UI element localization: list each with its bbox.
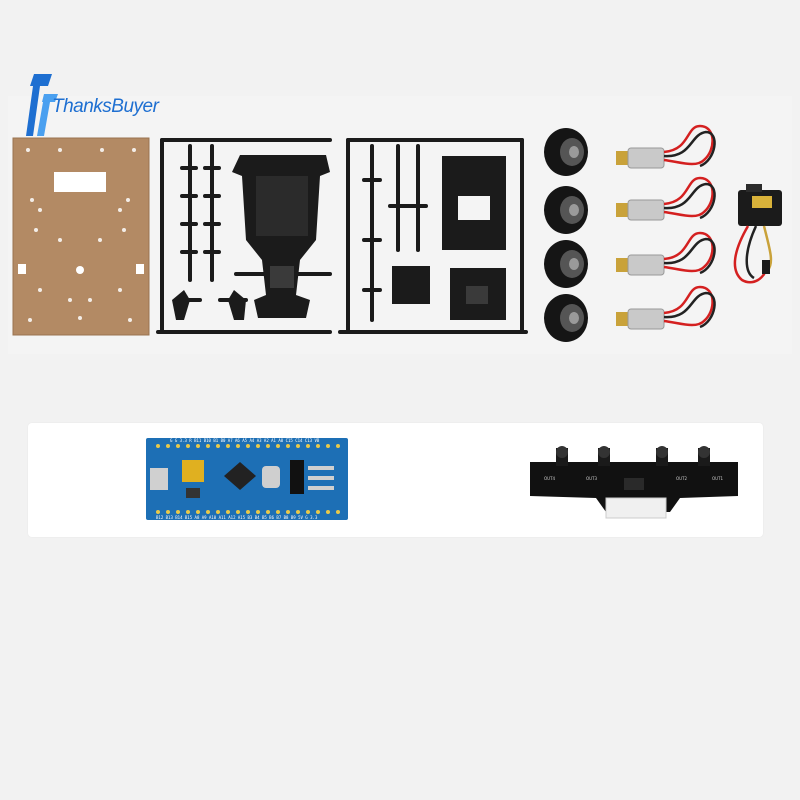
chassis-frame-part — [172, 155, 330, 320]
sensor-label-out2: OUT2 — [676, 476, 688, 481]
bracket-parts — [392, 156, 506, 320]
mcu-board — [146, 438, 348, 520]
ir-sensor-1 — [556, 446, 568, 466]
brand-logo-mark — [26, 74, 58, 136]
mcu-bottom-pin-labels: B12 B13 B14 B15 A8 A9 A10 A11 A12 A15 B3… — [156, 515, 318, 520]
servo-motor — [733, 184, 782, 284]
sprue-frame-right — [338, 138, 528, 334]
line-sensor-board — [530, 446, 738, 519]
sensor-label-out1: OUT1 — [712, 476, 724, 481]
wheel-2 — [544, 186, 588, 234]
sensor-label-out3: OUT3 — [586, 476, 598, 481]
ir-sensor-3 — [656, 446, 668, 466]
motor-2 — [616, 176, 716, 221]
wheels — [544, 128, 588, 342]
ir-sensor-4 — [698, 446, 710, 466]
sensor-label-out4: OUT4 — [544, 476, 556, 481]
motor-1 — [616, 124, 716, 169]
motor-3 — [616, 231, 716, 276]
wheel-1 — [544, 128, 588, 176]
gear-motors — [616, 124, 716, 330]
ir-sensor-2 — [598, 446, 610, 466]
brand-logo: ThanksBuyer — [30, 72, 160, 136]
wheel-3 — [544, 240, 588, 288]
usb-port — [150, 468, 168, 490]
mcu-top-pin-labels: G G 3.3 R B11 B10 B1 B0 A7 A6 A5 A4 A3 A… — [170, 438, 320, 443]
sensor-connector — [605, 497, 667, 519]
chassis-plate — [12, 137, 150, 336]
brand-name: ThanksBuyer — [52, 96, 159, 117]
motor-4 — [616, 285, 716, 330]
wheel-4 — [544, 294, 588, 342]
